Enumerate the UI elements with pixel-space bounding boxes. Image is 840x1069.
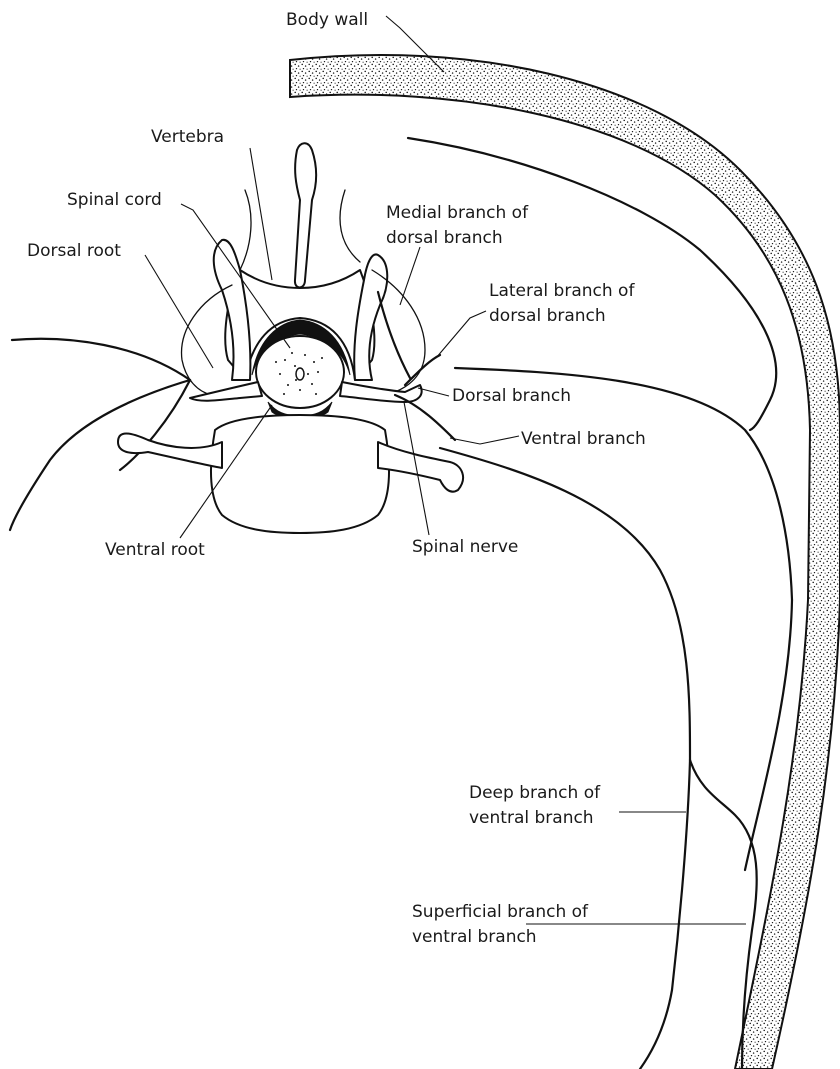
- label-ventral-root: Ventral root: [105, 540, 205, 560]
- label-superficial-branch-2: ventral branch: [412, 927, 537, 947]
- label-dorsal-branch: Dorsal branch: [452, 386, 571, 406]
- label-deep-branch-1: Deep branch of: [469, 783, 601, 803]
- label-spinal-nerve: Spinal nerve: [412, 537, 518, 557]
- label-medial-branch-2: dorsal branch: [386, 228, 503, 248]
- medial-dorsal-branch-nerve: [378, 292, 410, 378]
- label-superficial-branch-1: Superficial branch of: [412, 902, 589, 922]
- right-spinal-nerve: [340, 382, 422, 402]
- label-spinal-cord: Spinal cord: [67, 190, 162, 210]
- label-lateral-branch-2: dorsal branch: [489, 306, 606, 326]
- label-deep-branch-2: ventral branch: [469, 808, 594, 828]
- left-spinal-nerve: [190, 382, 262, 401]
- label-dorsal-root: Dorsal root: [27, 241, 121, 261]
- vertebra-group: [118, 143, 463, 533]
- left-body-outline: [10, 339, 190, 530]
- dorsal-branch-nerve: [405, 355, 440, 385]
- label-body-wall: Body wall: [286, 10, 368, 30]
- label-ventral-branch: Ventral branch: [521, 429, 646, 449]
- vertebral-body: [211, 415, 389, 533]
- label-vertebra: Vertebra: [151, 127, 224, 147]
- label-medial-branch-1: Medial branch of: [386, 203, 529, 223]
- label-lateral-branch-1: Lateral branch of: [489, 281, 635, 301]
